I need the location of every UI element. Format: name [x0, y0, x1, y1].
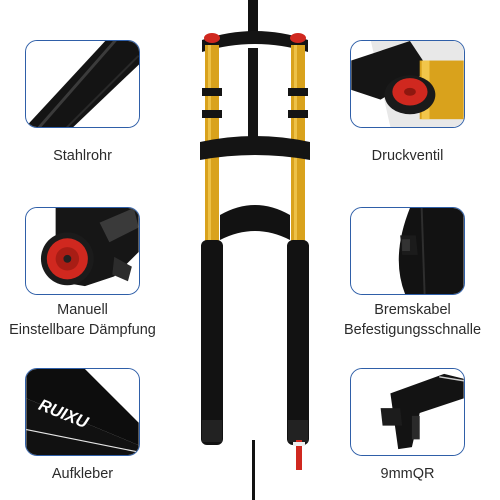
caption-decal: Aufkleber — [51, 466, 114, 482]
caption-quick-release: 9mmQR — [380, 466, 435, 482]
pressure-valve-thumbnail — [350, 40, 465, 128]
caption-pressure-valve: Druckventil — [371, 148, 444, 164]
damping-adjuster-thumbnail — [25, 207, 140, 295]
steel-tube-thumbnail — [25, 40, 140, 128]
caption-brake-cable-line1: Bremskabel — [374, 302, 451, 318]
brake-cable-clip-illustration — [351, 208, 464, 294]
damping-knob-illustration — [26, 208, 139, 294]
steel-tube-illustration — [26, 41, 139, 127]
caption-damping-line2: Einstellbare Dämpfung — [9, 322, 156, 338]
decal-thumbnail: RUIXU — [25, 368, 140, 456]
caption-damping-line1: Manuell — [57, 302, 108, 318]
pressure-valve-illustration — [351, 41, 464, 127]
quick-release-thumbnail — [350, 368, 465, 456]
caption-steel-tube: Stahlrohr — [53, 148, 112, 164]
caption-brake-cable: Bremskabel Befestigungsschnalle — [325, 300, 500, 340]
decal-illustration: RUIXU — [26, 369, 139, 455]
caption-damping: Manuell Einstellbare Dämpfung — [0, 300, 165, 340]
quick-release-illustration — [351, 369, 464, 455]
double-crown-fork-image — [200, 0, 310, 500]
caption-brake-cable-line2: Befestigungsschnalle — [343, 322, 482, 338]
brake-cable-clip-thumbnail — [350, 207, 465, 295]
